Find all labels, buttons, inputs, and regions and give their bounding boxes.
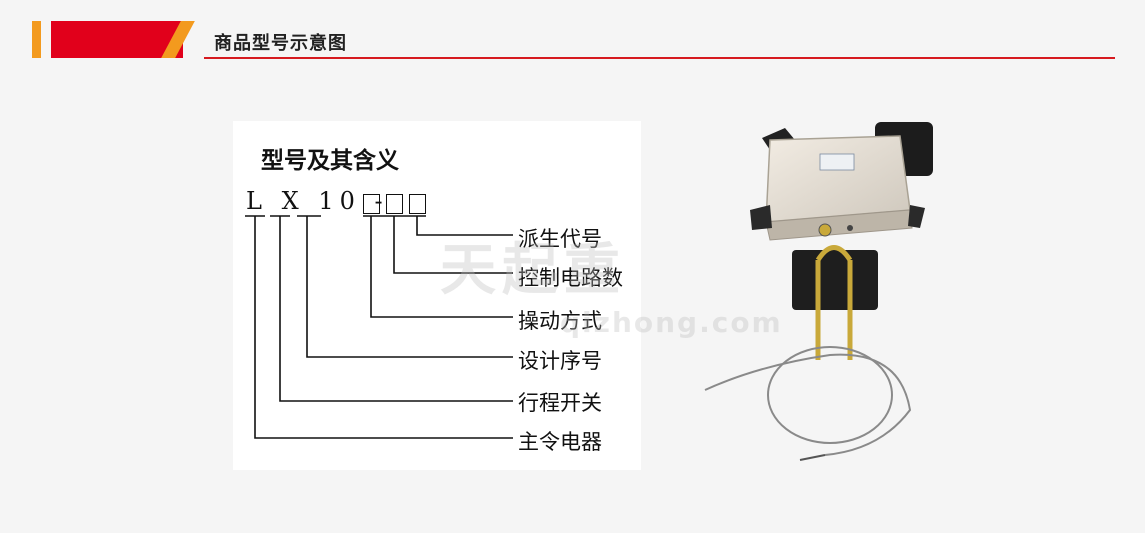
meaning-label-6: 主令电器 (518, 430, 602, 454)
section-header: 商品型号示意图 (0, 0, 1145, 70)
leader-line-travel (279, 216, 513, 402)
section-title: 商品型号示意图 (214, 33, 347, 54)
leader-line-derivative (416, 216, 513, 236)
model-meaning-diagram: 型号及其含义 L X 10 - 派生代号 控制电路数 操动方式 设计序号 行程开… (233, 121, 641, 470)
code-series: 10 (318, 187, 361, 215)
meaning-label-4: 设计序号 (518, 349, 602, 373)
code-letter-x: X (281, 187, 305, 215)
meaning-label-3: 操动方式 (518, 309, 602, 333)
header-red-bar (51, 21, 183, 58)
code-letter-l: L (246, 187, 268, 215)
diagram-leader-lines (245, 215, 513, 439)
leader-line-circuits (393, 216, 513, 274)
leader-line-electrical (254, 216, 513, 439)
meaning-label-5: 行程开关 (518, 391, 602, 415)
code-placeholder-box-1 (363, 194, 380, 214)
header-divider (204, 57, 1115, 59)
leader-line-operation (370, 216, 513, 318)
meaning-label-2: 控制电路数 (518, 266, 623, 290)
limit-switch-product-photo (704, 122, 933, 461)
leader-line-design (306, 216, 513, 358)
diagram-title: 型号及其含义 (261, 148, 399, 174)
header-orange-bar (32, 21, 41, 58)
code-dash: - (374, 187, 389, 215)
code-placeholder-box-2 (386, 194, 403, 214)
meaning-label-1: 派生代号 (518, 227, 602, 251)
code-placeholder-box-3 (409, 194, 426, 214)
watermark-subtext: qizhong.com (560, 306, 783, 339)
watermark-text: 天起重 (440, 238, 626, 303)
model-code: L X 10 - (246, 187, 389, 215)
